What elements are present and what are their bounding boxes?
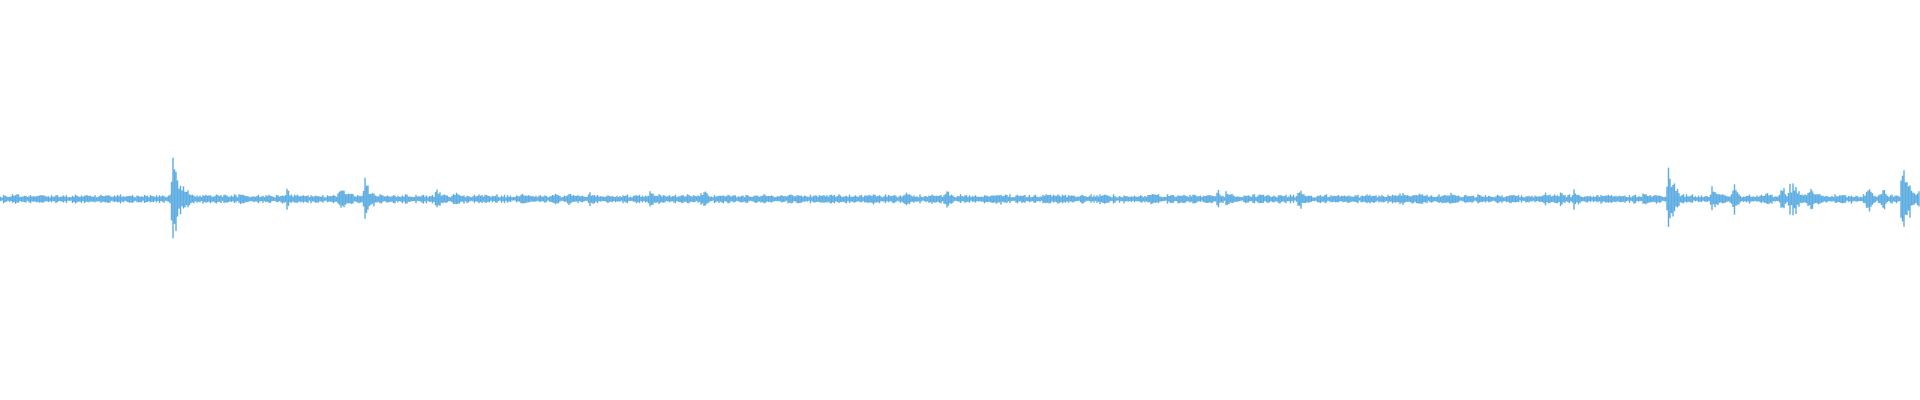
- waveform-path: [0, 157, 1920, 239]
